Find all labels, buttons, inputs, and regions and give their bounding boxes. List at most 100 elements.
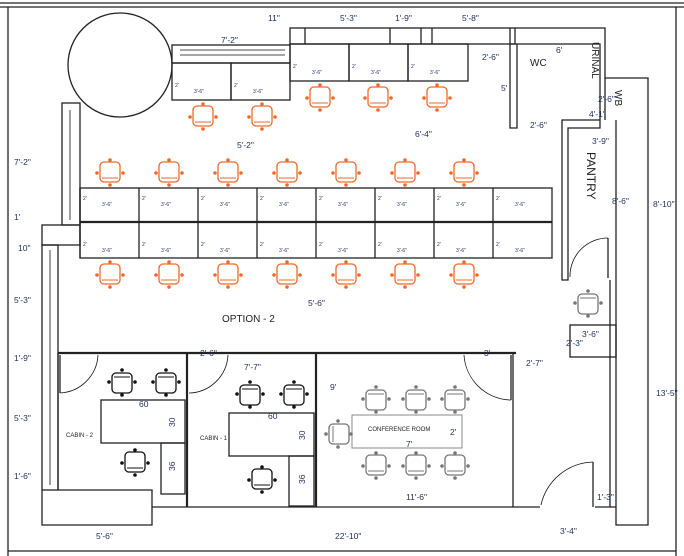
- chair: [361, 385, 391, 414]
- chair: [247, 465, 277, 494]
- chair: [154, 158, 184, 187]
- desk-width-label: 3'-6": [161, 202, 171, 208]
- dimension-pantry-3-9: 3'-9": [592, 136, 609, 146]
- chair: [235, 380, 265, 409]
- chair: [272, 158, 302, 187]
- chair: [422, 83, 452, 112]
- desk-width-label: 3'-6": [515, 248, 525, 254]
- room-label-conference: CONFERENCE ROOM: [368, 427, 430, 433]
- desk-depth-label: 2': [201, 196, 205, 202]
- room-label-wb: WB: [612, 90, 623, 106]
- dimension-desk-2-3: 2'-3": [566, 338, 583, 348]
- desk-depth-label: 2': [437, 242, 441, 248]
- chair: [95, 158, 125, 187]
- dimension-door-1-3: 1'-3": [597, 492, 614, 502]
- desk-depth-label: 2': [319, 242, 323, 248]
- desk-depth-label: 2': [293, 64, 297, 70]
- desk-depth-label: 2': [234, 83, 238, 89]
- dimension-top-11: 11": [268, 13, 280, 23]
- room-label-urinal: URINAL: [589, 42, 600, 79]
- chair: [324, 419, 353, 449]
- chair: [331, 260, 361, 289]
- dimension-top-5-3: 5'-3": [340, 13, 357, 23]
- dimension-pantry-8-6: 8'-6": [612, 196, 629, 206]
- dimension-door-2-6: 2'-6": [200, 348, 217, 358]
- chair: [213, 158, 243, 187]
- dimension-left-1-6: 1'-6": [14, 471, 31, 481]
- desk-depth-label: 2': [260, 242, 264, 248]
- dimension-table-36a: 36: [167, 461, 177, 471]
- dimension-table-60b: 60: [268, 411, 278, 421]
- dimension-top-1-9: 1'-9": [395, 13, 412, 23]
- room-label-cabin-1: CABIN - 1: [200, 436, 228, 442]
- desk-depth-label: 2': [142, 196, 146, 202]
- desk-depth-label: 2': [319, 196, 323, 202]
- desk-width-label: 3'-6": [102, 202, 112, 208]
- dimension-bottom-22-10: 22'-10": [335, 531, 361, 541]
- dimension-left-10: 10": [18, 243, 30, 253]
- desk-depth-label: 2': [260, 196, 264, 202]
- dimension-right-8-10: 8'-10": [653, 199, 675, 209]
- chair: [151, 368, 181, 397]
- chair: [107, 368, 137, 397]
- dimension-conf-door-3: 3': [484, 348, 491, 358]
- dimension-desk-3-6: 3'-6": [582, 329, 599, 339]
- desk-depth-label: 2': [437, 196, 441, 202]
- desk-width-label: 3'-6": [253, 89, 263, 95]
- desk-width-label: 3'-6": [456, 202, 466, 208]
- desk-depth-label: 2': [496, 242, 500, 248]
- desk-width-label: 3'-6": [338, 202, 348, 208]
- dimension-top-5-8: 5'-8": [462, 13, 479, 23]
- dimension-left-5-3b: 5'-3": [14, 413, 31, 423]
- dimension-aisle-5-6: 5'-6": [308, 298, 325, 308]
- dimension-cabin1-7-7: 7'-7": [244, 362, 261, 372]
- chair: [305, 83, 335, 112]
- desk-width-label: 3'-6": [279, 202, 289, 208]
- chair: [401, 451, 431, 480]
- doors: [59, 237, 609, 507]
- desk-width-label: 3'-6": [279, 248, 289, 254]
- chair: [449, 158, 479, 187]
- dimension-left-1: 1': [14, 212, 21, 222]
- chair: [440, 451, 470, 480]
- desk-width-label: 3'-6": [515, 202, 525, 208]
- desk-width-label: 3'-6": [102, 248, 112, 254]
- dimension-table-30b: 30: [297, 430, 307, 440]
- cabin-tables: [100, 399, 463, 507]
- chair: [154, 260, 184, 289]
- dimension-table-30a: 30: [167, 417, 177, 427]
- walls: [41, 27, 649, 526]
- chair: [213, 260, 243, 289]
- chair: [363, 83, 393, 112]
- chair: [279, 380, 309, 409]
- dimension-conf-2: 2': [450, 427, 457, 437]
- workstations: [79, 43, 617, 358]
- desk-depth-label: 2': [142, 242, 146, 248]
- chair: [390, 260, 420, 289]
- chair: [247, 102, 277, 131]
- desk-width-label: 3'-6": [220, 248, 230, 254]
- chair: [95, 260, 125, 289]
- dimension-aisle-6-4: 6'-4": [415, 129, 432, 139]
- dimension-left-5-3a: 5'-3": [14, 295, 31, 305]
- dimension-conf-9: 9': [330, 382, 337, 392]
- dimension-bottom-5-6: 5'-6": [96, 531, 113, 541]
- desk-depth-label: 2': [378, 196, 382, 202]
- desk-dimension-labels: 3'-6" 2' 3'-6" 2' 3'-6" 2' 3'-6" 2' 3'-6" 2' 3'-6"…: [83, 64, 525, 254]
- desk-width-label: 3'-6": [312, 70, 322, 76]
- dimension-table-60a: 60: [139, 399, 149, 409]
- dimension-top-7-2: 7'-2": [221, 35, 238, 45]
- desk-width-label: 3'-6": [456, 248, 466, 254]
- plan-title: OPTION - 2: [222, 314, 275, 325]
- desk-width-label: 3'-6": [338, 248, 348, 254]
- dimension-gap-2-7: 2'-7": [526, 358, 543, 368]
- chair: [331, 158, 361, 187]
- chair: [120, 448, 150, 477]
- chair: [188, 102, 218, 131]
- dimension-table-36b: 36: [297, 474, 307, 484]
- dimension-right-13-5: 13'-5": [656, 388, 678, 398]
- dimension-wb-4-1: 4'-1": [589, 109, 606, 119]
- room-label-pantry: PANTRY: [584, 152, 598, 200]
- desk-depth-label: 2': [83, 242, 87, 248]
